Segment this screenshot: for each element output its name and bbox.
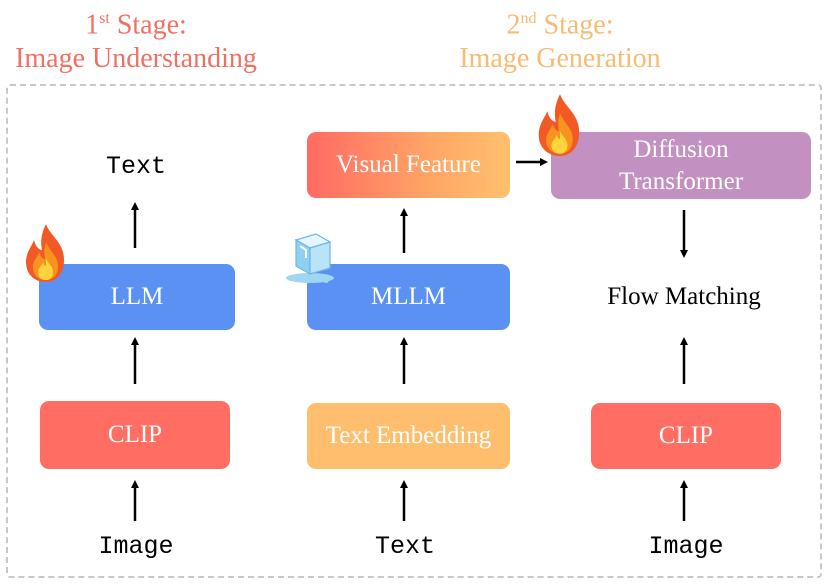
stage2-title: 2nd Stage: Image Generation: [440, 2, 680, 76]
col2-input-text: Text: [374, 532, 435, 561]
diffusion-transformer-box: Diffusion Transformer: [551, 132, 811, 199]
stage2-stage-word: Stage:: [536, 9, 614, 41]
stage1-title: 1st Stage: Image Understanding: [0, 2, 272, 76]
text-embedding-box: Text Embedding: [307, 403, 510, 469]
stage2-ordinal-suffix: nd: [520, 10, 537, 27]
fire-icon: [538, 94, 580, 156]
llm-box: LLM: [39, 264, 235, 330]
stage2-subtitle: Image Generation: [459, 43, 661, 75]
stage1-heading: 1st Stage:: [0, 2, 272, 42]
stage1-ordinal-number: 1: [85, 9, 100, 41]
fire-icon: [26, 224, 64, 282]
pipeline-frame: [6, 84, 822, 578]
stage2-ordinal-number: 2: [506, 9, 521, 41]
visual-feature-box: Visual Feature: [307, 132, 510, 198]
stage1-ordinal-suffix: st: [99, 10, 110, 27]
stage1-subtitle: Image Understanding: [15, 43, 257, 75]
col1-output-text: Text: [105, 152, 166, 181]
stage2-heading: 2nd Stage:: [440, 2, 680, 42]
col3-clip-box: CLIP: [591, 403, 781, 469]
col3-input-image: Image: [648, 532, 724, 561]
col1-clip-box: CLIP: [40, 401, 230, 469]
stage1-stage-word: Stage:: [109, 9, 187, 41]
ice-cube-icon: [286, 233, 334, 283]
mllm-box: MLLM: [307, 264, 510, 330]
col1-input-image: Image: [98, 532, 174, 561]
flow-matching-label: Flow Matching: [607, 283, 761, 310]
